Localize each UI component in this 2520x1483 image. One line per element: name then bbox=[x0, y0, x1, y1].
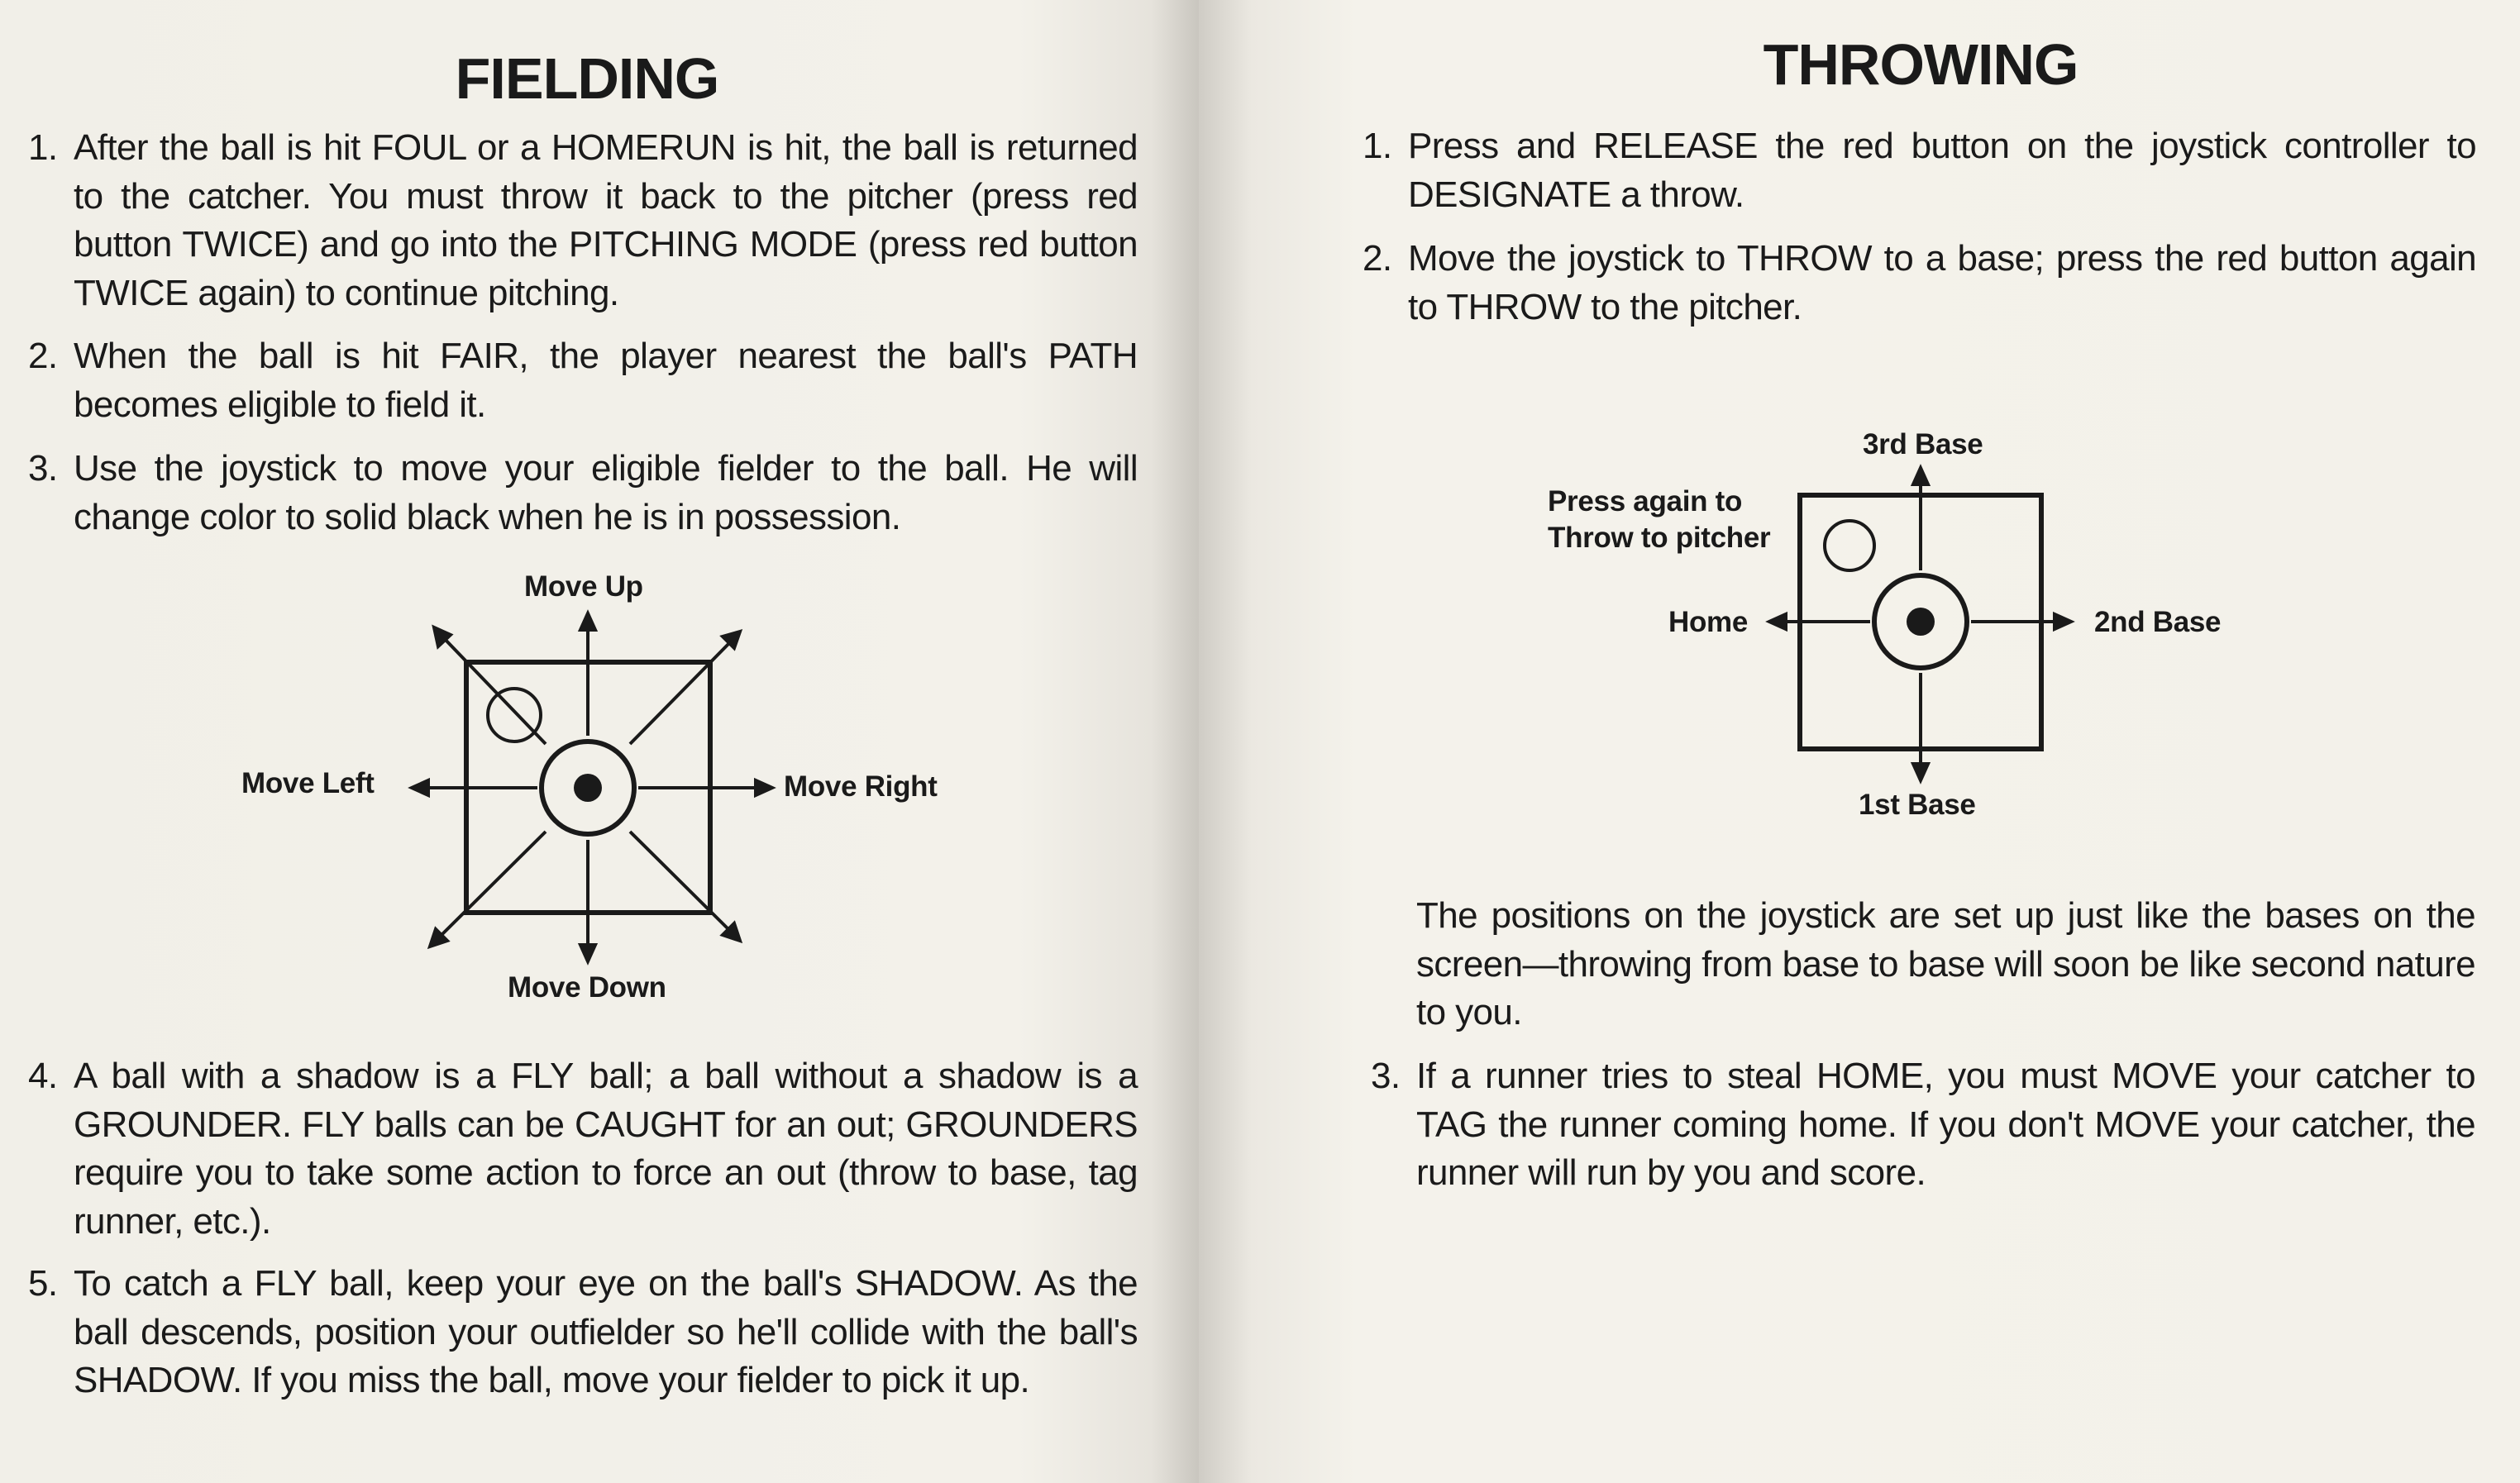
move-up-label: Move Up bbox=[524, 570, 643, 603]
move-right-label: Move Right bbox=[784, 770, 938, 803]
fielding-item-4: 4. A ball with a shadow is a FLY ball; a… bbox=[28, 1052, 1138, 1246]
item-text: A ball with a shadow is a FLY ball; a ba… bbox=[74, 1056, 1138, 1242]
item-text: After the ball is hit FOUL or a HOMERUN … bbox=[74, 127, 1138, 313]
item-number: 3. bbox=[1371, 1056, 1401, 1096]
item-text: To catch a FLY ball, keep your eye on th… bbox=[74, 1263, 1138, 1400]
move-down-label: Move Down bbox=[508, 971, 666, 1004]
item-text: Move the joystick to THROW to a base; pr… bbox=[1408, 238, 2477, 327]
item-number: 3. bbox=[28, 448, 58, 489]
right-page: THROWING 1. Press and RELEASE the red bu… bbox=[1199, 0, 2520, 1483]
item-number: 2. bbox=[1363, 238, 1392, 279]
fielding-item-3: 3. Use the joystick to move your eligibl… bbox=[28, 445, 1138, 541]
joystick-outer-ring bbox=[1872, 573, 1969, 670]
fielding-title: FIELDING bbox=[455, 46, 720, 111]
joystick-positions-note: The positions on the joystick are set up… bbox=[1416, 895, 2476, 1032]
item-number: 5. bbox=[28, 1263, 58, 1304]
item-number: 1. bbox=[1363, 126, 1392, 166]
first-base-label: 1st Base bbox=[1859, 789, 1976, 821]
item-text: Press and RELEASE the red button on the … bbox=[1408, 126, 2477, 215]
throwing-item-2: 2. Move the joystick to THROW to a base;… bbox=[1363, 235, 2477, 331]
item-number: 4. bbox=[28, 1056, 58, 1096]
second-base-label: 2nd Base bbox=[2094, 606, 2222, 638]
item-text: When the ball is hit FAIR, the player ne… bbox=[74, 336, 1138, 425]
joystick-outer-ring bbox=[539, 739, 637, 837]
item-text: If a runner tries to steal HOME, you mus… bbox=[1416, 1056, 2476, 1193]
joystick-move-diagram bbox=[408, 609, 776, 966]
item-number: 1. bbox=[28, 127, 58, 168]
joystick-knob bbox=[1907, 608, 1935, 636]
fielding-item-1: 1. After the ball is hit FOUL or a HOMER… bbox=[28, 124, 1138, 317]
throwing-title: THROWING bbox=[1763, 32, 2079, 97]
home-label: Home bbox=[1668, 606, 1749, 638]
joystick-knob bbox=[574, 774, 602, 802]
fielding-item-2: 2. When the ball is hit FAIR, the player… bbox=[28, 332, 1138, 429]
ball-shadow-circle bbox=[486, 687, 542, 743]
move-left-label: Move Left bbox=[241, 767, 375, 799]
throwing-item-3: 3. If a runner tries to steal HOME, you … bbox=[1371, 1052, 2476, 1198]
third-base-label: 3rd Base bbox=[1863, 428, 1983, 460]
throw-to-pitcher-note: Press again to Throw to pitcher bbox=[1548, 484, 1771, 556]
joystick-throw-diagram bbox=[1765, 464, 2075, 784]
throwing-item-1: 1. Press and RELEASE the red button on t… bbox=[1363, 122, 2477, 219]
left-page: FIELDING 1. After the ball is hit FOUL o… bbox=[0, 0, 1199, 1483]
fielding-item-5: 5. To catch a FLY ball, keep your eye on… bbox=[28, 1260, 1138, 1405]
item-number: 2. bbox=[28, 336, 58, 376]
pitcher-circle bbox=[1823, 519, 1876, 572]
item-text: Use the joystick to move your eligible f… bbox=[74, 448, 1138, 537]
note-line-2: Throw to pitcher bbox=[1548, 522, 1771, 554]
note-line-1: Press again to bbox=[1548, 485, 1743, 517]
